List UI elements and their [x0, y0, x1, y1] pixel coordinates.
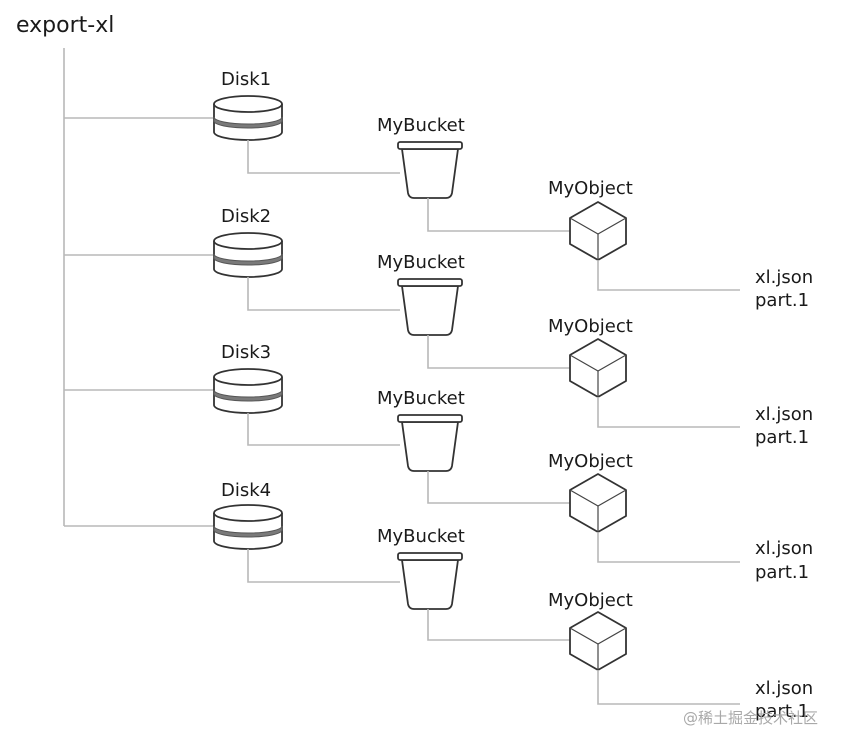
- disk-to-bucket-connector: [247, 549, 400, 583]
- bucket-to-object-connector: [427, 198, 572, 232]
- bucket-label: MyBucket: [377, 388, 465, 409]
- file-xl-json: xl.json: [755, 267, 813, 288]
- disk-icon: [213, 232, 283, 278]
- object-cube-icon: [569, 473, 627, 533]
- file-part-1: part.1: [755, 427, 809, 448]
- disk-label: Disk4: [221, 480, 271, 501]
- bucket-icon: [397, 278, 463, 336]
- disk-icon: [213, 368, 283, 414]
- file-xl-json: xl.json: [755, 538, 813, 559]
- bucket-to-object-connector: [427, 471, 572, 504]
- bucket-to-object-connector: [427, 335, 572, 369]
- disk-icon: [213, 95, 283, 141]
- object-to-files-connector: [597, 397, 740, 428]
- disk-label: Disk3: [221, 342, 271, 363]
- object-to-files-connector: [597, 260, 740, 291]
- tree-row-disk2: Disk2 MyBucket MyObject xl.json part.1: [64, 206, 813, 448]
- file-part-1: part.1: [755, 701, 809, 722]
- watermark: @稀土掘金技术社区: [683, 709, 818, 727]
- root-label: export-xl: [16, 13, 114, 38]
- disk-label: Disk1: [221, 69, 271, 90]
- file-part-1: part.1: [755, 562, 809, 583]
- object-cube-icon: [569, 201, 627, 261]
- object-label: MyObject: [548, 590, 633, 611]
- file-xl-json: xl.json: [755, 404, 813, 425]
- bucket-to-object-connector: [427, 609, 572, 641]
- bucket-icon: [397, 141, 463, 199]
- tree-row-disk1: Disk1 MyBucket MyObject xl.json part.1: [64, 69, 813, 311]
- tree-row-disk4: Disk4 MyBucket MyObject xl.json part.1: [64, 480, 813, 722]
- disk-to-bucket-connector: [247, 140, 400, 174]
- disk-icon: [213, 504, 283, 550]
- bucket-icon: [397, 414, 463, 472]
- bucket-label: MyBucket: [377, 115, 465, 136]
- object-label: MyObject: [548, 178, 633, 199]
- file-xl-json: xl.json: [755, 678, 813, 699]
- object-to-files-connector: [597, 670, 740, 705]
- object-cube-icon: [569, 338, 627, 398]
- bucket-label: MyBucket: [377, 526, 465, 547]
- file-part-1: part.1: [755, 290, 809, 311]
- object-label: MyObject: [548, 316, 633, 337]
- bucket-icon: [397, 552, 463, 610]
- object-label: MyObject: [548, 451, 633, 472]
- object-cube-icon: [569, 611, 627, 671]
- bucket-label: MyBucket: [377, 252, 465, 273]
- disk-to-bucket-connector: [247, 277, 400, 311]
- disk-to-bucket-connector: [247, 413, 400, 446]
- disk-label: Disk2: [221, 206, 271, 227]
- tree-row-disk3: Disk3 MyBucket MyObject xl.json part.1: [64, 342, 813, 583]
- object-to-files-connector: [597, 532, 740, 563]
